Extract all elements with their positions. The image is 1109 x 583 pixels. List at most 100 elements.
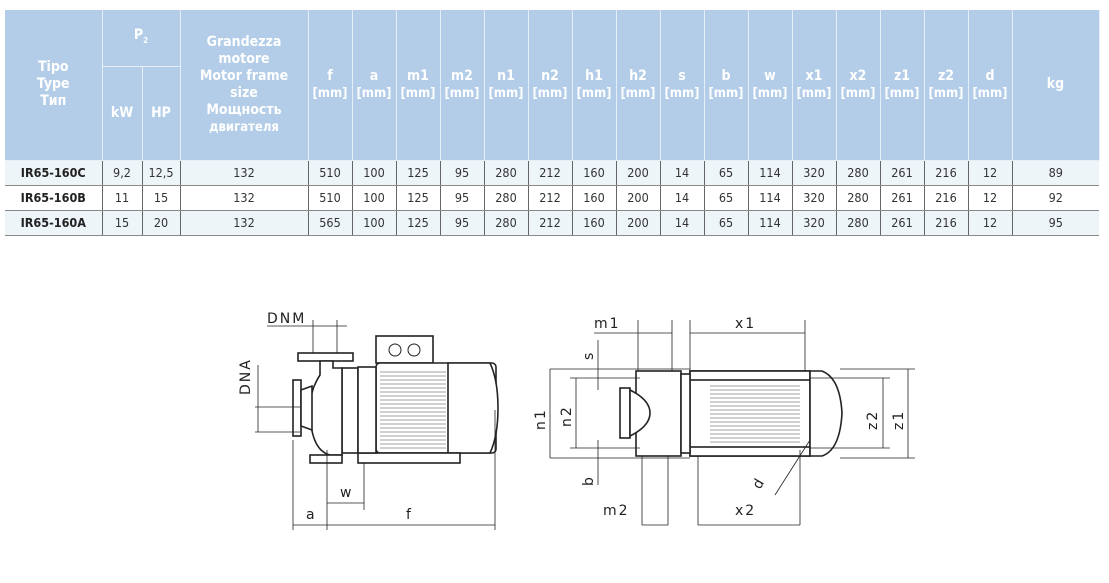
frame-l1: motore [218, 50, 270, 67]
header-hp: HP [142, 66, 181, 161]
dim-unit: [mm] [532, 85, 568, 101]
cell-b: 65 [704, 185, 749, 211]
header-type-it: Tipo [37, 59, 69, 76]
header-type-en: Type [36, 76, 70, 93]
dim-name: d [985, 67, 995, 84]
label-dnm: DNM [267, 311, 306, 327]
cell-z1: 261 [880, 210, 925, 236]
dim-unit: [mm] [488, 85, 524, 101]
cell-frame: 132 [180, 160, 309, 186]
dim-unit: [mm] [928, 85, 964, 101]
label-x2: x2 [735, 503, 756, 519]
label-dna: DNA [238, 358, 254, 395]
frame-l5: двигателя [209, 119, 279, 135]
side-view-drawing: DNM DNA w a f [238, 311, 499, 530]
dim-name: z2 [937, 67, 955, 84]
header-n1: n1[mm] [484, 10, 529, 161]
frame-l3: size [230, 84, 258, 101]
cell-m2: 95 [440, 210, 485, 236]
cell-type: IR65-160C [5, 160, 103, 186]
header-m2: m2[mm] [440, 10, 485, 161]
dim-name: m2 [451, 67, 473, 84]
cell-s: 14 [660, 185, 705, 211]
cell-h1: 160 [572, 185, 617, 211]
header-h1: h1[mm] [572, 10, 617, 161]
label-n1: n1 [533, 408, 549, 430]
cell-d: 12 [968, 185, 1013, 211]
top-view-drawing: n1 n2 s b m1 x1 m2 x2 d z2 z1 [533, 316, 915, 526]
dim-unit: [mm] [708, 85, 744, 101]
cell-hp: 15 [142, 185, 181, 211]
dim-name: n2 [541, 67, 559, 84]
header-s: s[mm] [660, 10, 705, 161]
cell-w: 114 [748, 185, 793, 211]
frame-l0: Grandezza [206, 33, 282, 50]
frame-l4: Мощность [206, 101, 282, 118]
cell-type: IR65-160B [5, 185, 103, 211]
header-d: d[mm] [968, 10, 1013, 161]
cell-hp: 20 [142, 210, 181, 236]
dim-name: f [327, 67, 333, 84]
dim-unit: [mm] [620, 85, 656, 101]
cell-m2: 95 [440, 160, 485, 186]
header-w: w[mm] [748, 10, 793, 161]
header-kw: kW [102, 66, 143, 161]
cell-n2: 212 [528, 185, 573, 211]
cell-a: 100 [352, 160, 397, 186]
cell-x2: 280 [836, 185, 881, 211]
label-x1: x1 [735, 316, 756, 332]
label-d: d [750, 475, 769, 492]
motor-top [689, 370, 811, 457]
cell-z2: 216 [924, 160, 969, 186]
label-b: b [581, 475, 597, 486]
motor-base [357, 452, 461, 464]
header-p2: P2 [102, 10, 181, 67]
label-m1: m1 [594, 316, 621, 332]
dim-unit: [mm] [884, 85, 920, 101]
suction-flange [292, 379, 302, 437]
cell-x2: 280 [836, 210, 881, 236]
header-a: a[mm] [352, 10, 397, 161]
header-x1: x1[mm] [792, 10, 837, 161]
dim-name: n1 [497, 67, 515, 84]
header-f: f[mm] [308, 10, 353, 161]
cell-w: 114 [748, 210, 793, 236]
cell-n1: 280 [484, 160, 529, 186]
cell-m2: 95 [440, 185, 485, 211]
cell-z2: 216 [924, 185, 969, 211]
bracket [341, 367, 359, 454]
dim-unit: [mm] [972, 85, 1008, 101]
cell-hp: 12,5 [142, 160, 181, 186]
dim-unit: [mm] [576, 85, 612, 101]
cell-x2: 280 [836, 160, 881, 186]
cell-d: 12 [968, 160, 1013, 186]
dim-unit: [mm] [752, 85, 788, 101]
cell-kw: 15 [102, 210, 143, 236]
cell-x1: 320 [792, 185, 837, 211]
cell-frame: 132 [180, 185, 309, 211]
dim-name: s [678, 67, 686, 84]
dim-unit: [mm] [356, 85, 392, 101]
dim-name: z1 [893, 67, 911, 84]
label-z1: z1 [891, 410, 907, 430]
cell-m1: 125 [396, 160, 441, 186]
cell-kg: 89 [1012, 160, 1099, 186]
pump-dimension-drawings: DNM DNA w a f n1 n2 s b m1 [238, 311, 915, 530]
dim-name: h2 [629, 67, 647, 84]
cell-m1: 125 [396, 185, 441, 211]
dim-name: x1 [805, 67, 823, 84]
cell-n1: 280 [484, 185, 529, 211]
cell-z1: 261 [880, 185, 925, 211]
header-x2: x2[mm] [836, 10, 881, 161]
cell-h1: 160 [572, 210, 617, 236]
cell-z2: 216 [924, 210, 969, 236]
dimensions-table: Tipo Type Тип P2 Grandezza motore Motor … [5, 10, 1100, 236]
label-a: a [306, 507, 317, 523]
dim-unit: [mm] [840, 85, 876, 101]
cell-kw: 9,2 [102, 160, 143, 186]
motor-fan-cover [447, 362, 499, 454]
header-n2: n2[mm] [528, 10, 573, 161]
cell-kg: 92 [1012, 185, 1099, 211]
